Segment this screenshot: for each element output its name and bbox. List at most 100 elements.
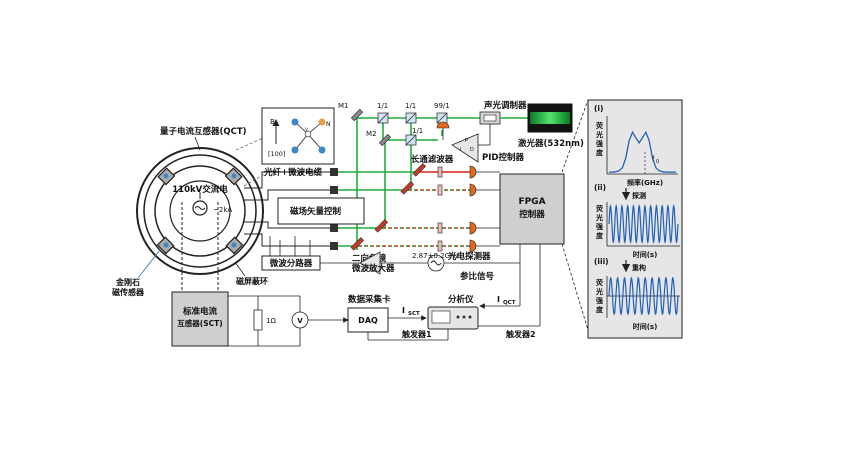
svg-text:QCT: QCT — [503, 300, 516, 306]
daq-box-label: DAQ — [358, 316, 378, 325]
fiber-cable-label: 光纤+微波电缆 — [263, 167, 323, 178]
mirror-m1 — [350, 108, 364, 122]
svg-text:荧: 荧 — [596, 278, 603, 287]
svg-text:I: I — [460, 147, 461, 153]
svg-text:光: 光 — [595, 130, 603, 139]
fiber-couplers — [330, 168, 338, 250]
split-label-3: 99/1 — [434, 102, 450, 110]
svg-text:P: P — [465, 138, 468, 144]
qct-assembly: 110kV交流电 ~2kA — [136, 147, 264, 292]
svg-text:光: 光 — [595, 287, 603, 296]
axis-100: [100] — [268, 150, 285, 158]
detected-signal-trace — [608, 204, 679, 244]
ac-label: 110kV交流电 — [172, 184, 228, 195]
freq-label: 2.87±0.2GHz — [412, 252, 459, 260]
reconstruct-label: 重构 — [632, 263, 646, 272]
panel-i-label: (i) — [594, 104, 603, 113]
zoom-line-bottom — [561, 243, 589, 331]
svg-text:强: 强 — [596, 297, 603, 305]
svg-text:荧: 荧 — [596, 121, 603, 130]
dichroic-mirrors — [350, 163, 427, 251]
svg-text:荧: 荧 — [596, 204, 603, 213]
svg-text:光: 光 — [595, 213, 603, 222]
conductor-region — [169, 180, 231, 242]
nitrogen-atom-icon — [318, 118, 326, 126]
field-vector-label: 磁场矢量控制 — [290, 206, 342, 217]
sensor-ring — [154, 165, 246, 257]
fpga-label-2: 控制器 — [519, 209, 545, 220]
laser-label: 激光器(532nm) — [518, 138, 584, 149]
panel-iii-label: (iii) — [594, 257, 609, 266]
xlabel-i: 频率(GHz) — [627, 178, 663, 187]
fpga-label-1: FPGA — [518, 197, 545, 207]
vacancy-icon — [304, 130, 312, 138]
qct-label: 量子电流互感器(QCT) — [160, 126, 247, 137]
longpass-filters — [437, 166, 443, 252]
ac-wave-icon — [194, 206, 206, 210]
sensor-pointer — [137, 249, 161, 279]
trigger2-label: 触发器2 — [506, 329, 536, 339]
panel-ii-label: (ii) — [594, 183, 606, 192]
beamsplitter-1 — [377, 112, 389, 124]
svg-text:SCT: SCT — [408, 311, 420, 317]
svg-text:I: I — [402, 306, 405, 315]
analyzer-icon — [427, 306, 479, 330]
mw-cables — [269, 236, 360, 264]
diamond-sensor-br — [225, 236, 244, 255]
split-label-1: 1/1 — [377, 102, 388, 110]
diamond-sensor-tr — [224, 167, 243, 186]
trigger1-label: 触发器1 — [402, 329, 432, 339]
svg-text:强: 强 — [596, 223, 603, 231]
aom-icon — [479, 111, 501, 125]
fluor-ylabel-iii: 荧 光 强 度 — [595, 278, 604, 314]
fiber-cable-bundle — [244, 171, 330, 247]
n-label: N — [326, 121, 331, 128]
diamond-sensor-tl — [157, 167, 176, 186]
beamsplitter-2 — [405, 112, 417, 124]
split-label-2: 1/1 — [405, 102, 416, 110]
carbon-atom-icon — [291, 146, 299, 154]
resistor-label: 1Ω — [266, 317, 276, 325]
m2-label: M2 — [366, 130, 377, 138]
v-label: V — [305, 127, 309, 133]
svg-text:D: D — [470, 147, 474, 153]
resistor-icon — [253, 309, 263, 331]
daq-title: 数据采集卡 — [348, 294, 391, 305]
detector-signal-lines — [476, 171, 500, 247]
daq-box — [347, 307, 389, 333]
voltmeter-label: V — [297, 317, 303, 325]
sct-label-2: 互感器(SCT) — [177, 318, 222, 328]
svg-text:I: I — [497, 295, 500, 304]
axis-b: B — [270, 118, 275, 126]
sct-circuit — [228, 295, 301, 347]
ref-signal-label: 参比信号 — [460, 271, 495, 282]
sct-label-1: 标准电流 — [182, 306, 218, 317]
nv-center-inset: B [100] N V — [261, 107, 335, 165]
carbon-atom-icon — [318, 146, 326, 154]
shield-pointer — [234, 261, 246, 277]
reconstructed-trace — [608, 276, 679, 316]
pid-label: PID控制器 — [482, 152, 524, 163]
mw-splitter-label: 微波分路器 — [269, 258, 313, 269]
svg-text:度: 度 — [596, 148, 604, 157]
detect-label: 探测 — [632, 191, 646, 200]
svg-text:度: 度 — [596, 231, 604, 240]
mirror-m2 — [378, 133, 392, 147]
svg-text:度: 度 — [596, 305, 604, 314]
diamond-sensor-label-2: 磁传感器 — [112, 287, 145, 297]
field-vector-box — [277, 197, 365, 225]
aom-label: 声光调制器 — [483, 100, 527, 111]
xlabel-ii: 时间(s) — [633, 250, 658, 259]
xlabel-iii: 时间(s) — [633, 322, 658, 331]
outer-shield-ring — [136, 147, 264, 275]
laser-icon — [527, 103, 573, 133]
svg-text:强: 强 — [596, 140, 603, 148]
pickoff-photodiode-icon — [436, 121, 450, 129]
inset-projection-2 — [243, 169, 273, 187]
pid-controller-icon: P I D — [451, 133, 479, 163]
fpga-box — [499, 173, 565, 245]
qct-pointer — [194, 136, 201, 151]
diamond-sensor-label-1: 金刚石 — [115, 277, 140, 287]
shield-ring-label: 磁屏蔽环 — [236, 276, 268, 286]
